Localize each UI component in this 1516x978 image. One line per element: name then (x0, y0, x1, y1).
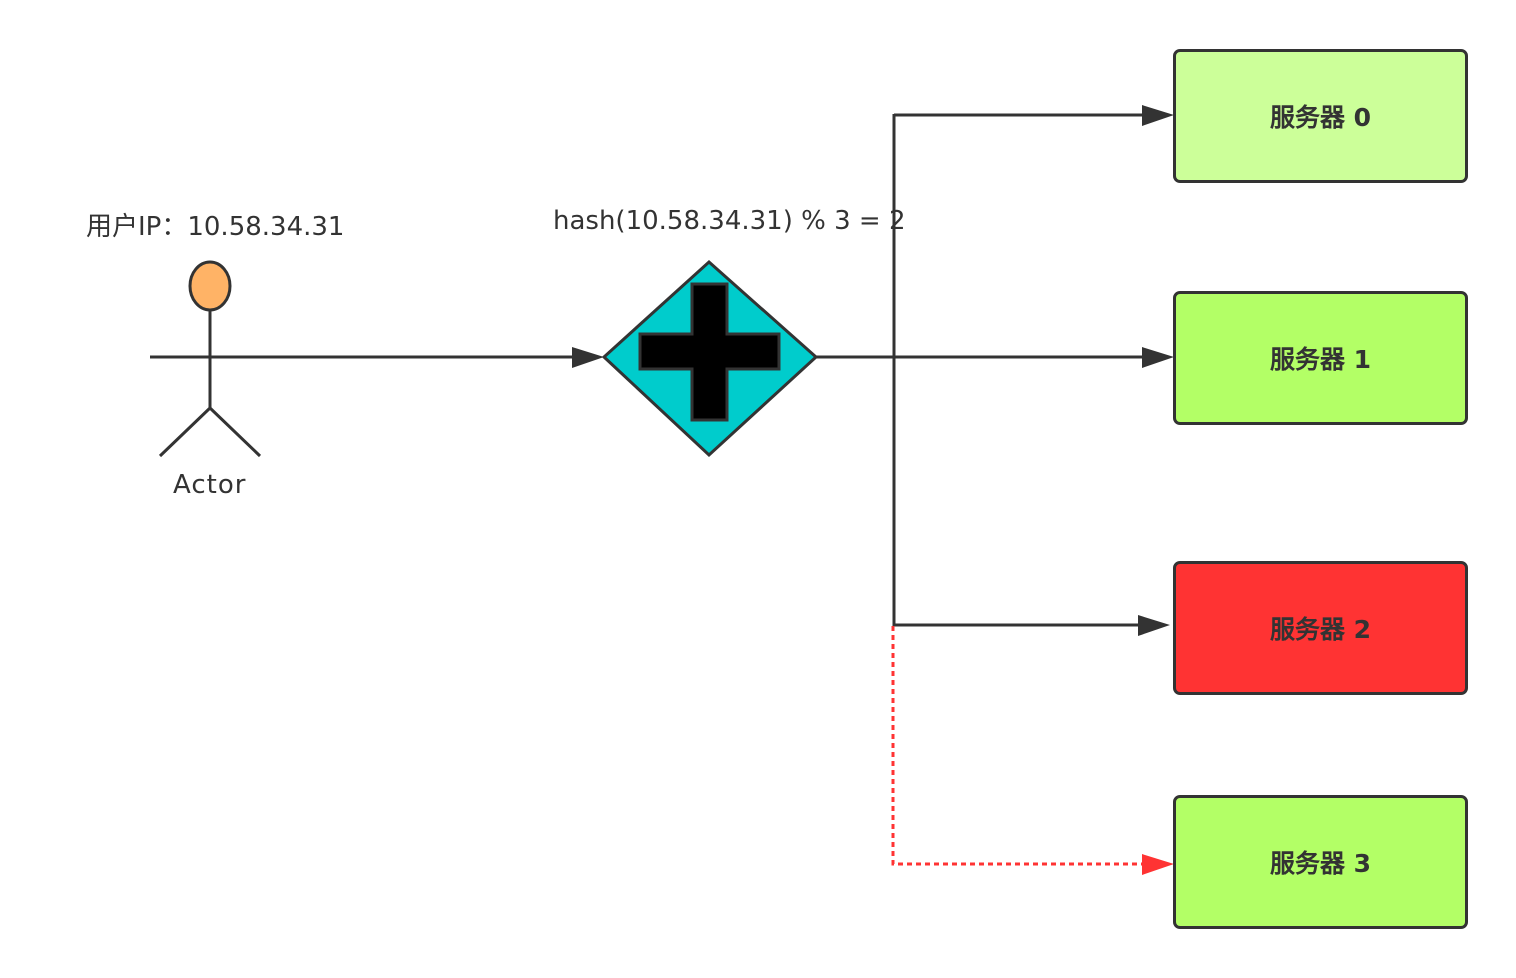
connector-to-server-2 (894, 615, 1170, 636)
server-2-label: 服务器 2 (1269, 615, 1372, 644)
actor-label: Actor (173, 470, 247, 500)
connector-actor-to-gateway (270, 347, 604, 368)
arrowhead (1142, 854, 1174, 875)
gateway-icon (601, 259, 819, 458)
server-3-label: 服务器 3 (1269, 849, 1372, 878)
route-connectors (816, 105, 1174, 875)
connector-to-server-3-dashed (891, 626, 1174, 875)
arrowhead (1142, 347, 1174, 368)
server-1-label: 服务器 1 (1269, 345, 1372, 374)
actor-head (188, 260, 232, 312)
hash-formula-label: hash(10.58.34.31) % 3 = 2 (553, 206, 906, 236)
actor-icon (150, 260, 270, 458)
server-0-box: 服务器 0 (1173, 49, 1468, 183)
actor-right-leg (208, 406, 262, 458)
server-3-box: 服务器 3 (1173, 795, 1468, 929)
server-1-box: 服务器 1 (1173, 291, 1468, 425)
actor-left-leg (158, 406, 212, 458)
connector-to-server-1 (894, 347, 1174, 368)
arrowhead (572, 347, 604, 368)
server-2-box: 服务器 2 (1173, 561, 1468, 695)
server-0-label: 服务器 0 (1269, 103, 1372, 132)
user-ip-label: 用户IP：10.58.34.31 (86, 212, 345, 242)
arrowhead (1138, 615, 1170, 636)
arrowhead (1142, 105, 1174, 126)
connector-to-server-0 (894, 105, 1174, 126)
plus-icon (638, 282, 781, 422)
